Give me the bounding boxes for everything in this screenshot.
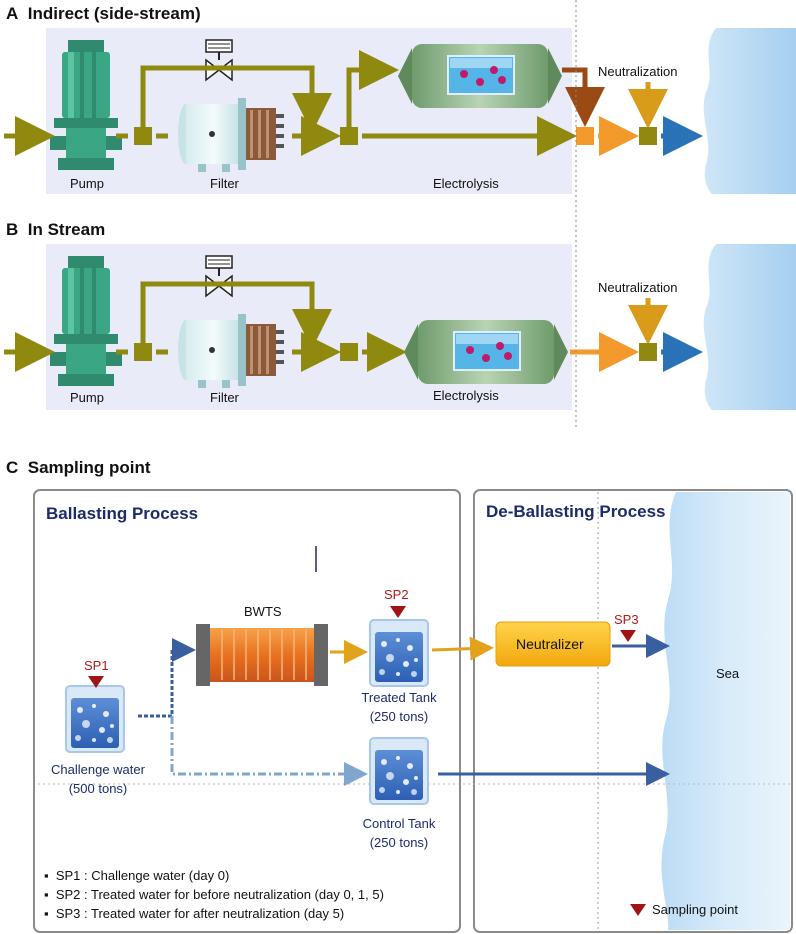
panel-a [4,28,796,194]
legend-bullet: ▪ [44,887,49,902]
sampling-point-legend-label: Sampling point [652,902,738,917]
treated-tank-name: Treated Tank [361,690,437,705]
legend-marker-icon [630,904,646,916]
panel-a-title: A Indirect (side-stream) [6,4,201,24]
control-tank-name: Control Tank [362,816,436,831]
panel-c-letter: C [6,458,19,477]
sp3-label: SP3 [614,612,639,627]
sp1-label: SP1 [84,658,109,673]
panel-b [4,244,796,410]
panel-a-bypass-pipe [140,65,219,127]
panel-b-pump-label: Pump [70,390,104,405]
treated-tank-beaker [369,619,429,687]
challenge-water-beaker [65,685,125,753]
ballasting-frame [33,489,461,933]
neutralizer-box [495,621,611,667]
panel-b-filter-label: Filter [210,390,239,405]
neutralizer-label: Neutralizer [516,636,584,652]
sp1-marker-icon [88,676,104,688]
legend-item-sp2: ▪ SP2 : Treated water for before neutral… [44,885,384,904]
panel-a-neutralization-point [639,127,657,145]
panel-b-bypass-pipe [140,281,219,343]
panel-a-junction-2 [340,127,358,145]
legend-text-sp2: SP2 : Treated water for before neutraliz… [55,887,384,902]
sampling-legend: ▪ SP1 : Challenge water (day 0) ▪ SP2 : … [44,866,384,923]
panel-a-letter: A [6,4,19,23]
control-tank-qty: (250 tons) [369,835,429,850]
treated-tank-label: Treated Tank (250 tons) [340,688,458,726]
ballasting-process-title: Ballasting Process [46,504,199,523]
sp3-marker-icon [620,630,636,642]
panel-b-sea [703,244,796,410]
panel-a-side-stream-arrow [346,50,399,127]
legend-item-sp1: ▪ SP1 : Challenge water (day 0) [44,866,384,885]
panel-b-letter: B [6,220,19,239]
panel-a-return-arrow [562,67,605,127]
panel-a-electrolysis-icon [397,43,563,109]
sea-area [661,492,790,930]
bwts-unit [196,624,328,686]
panel-b-neutralization-point [639,343,657,361]
panel-b-junction-2 [340,343,358,361]
panel-b-bypass-arrow [219,281,332,349]
panel-a-filter-label: Filter [210,176,239,191]
panel-c [33,489,793,933]
deballasting-process-title: De-Ballasting Process [486,502,666,521]
panel-a-neutralization-label: Neutralization [598,64,678,79]
panel-c-title: C Sampling point [6,458,151,478]
treated-to-neutralizer-arrow [431,636,494,661]
legend-text-sp1: SP1 : Challenge water (day 0) [55,868,230,883]
treated-tank-qty: (250 tons) [369,709,429,724]
challenge-water-qty: (500 tons) [68,781,128,796]
panel-a-electrolysis-label: Electrolysis [433,176,499,191]
panel-b-electrolysis-icon [403,319,569,385]
panel-a-sea [703,28,796,194]
challenge-water-name: Challenge water [51,762,145,777]
control-tank-label: Control Tank (250 tons) [340,814,458,852]
panel-b-junction-1 [134,343,152,361]
legend-bullet: ▪ [44,868,49,883]
challenge-to-bwts-arrow [138,638,196,718]
panel-a-pump-label: Pump [70,176,104,191]
control-tank-beaker [369,737,429,805]
sp2-marker-icon [390,606,406,618]
panel-a-bypass-arrow [219,65,332,133]
sea-label: Sea [716,666,740,681]
legend-bullet: ▪ [44,906,49,921]
panel-b-electrolysis-label: Electrolysis [433,388,499,403]
challenge-water-label: Challenge water (500 tons) [36,760,160,798]
legend-text-sp3: SP3 : Treated water for after neutraliza… [55,906,345,921]
panel-a-injection-point [576,127,594,145]
panel-b-neutralization-label: Neutralization [598,280,678,295]
bwts-label: BWTS [244,604,282,619]
panel-a-junction-1 [134,127,152,145]
panel-c-title-text: Sampling point [27,458,151,477]
panel-b-title: B In Stream [6,220,105,240]
panel-a-title-text: Indirect (side-stream) [27,4,201,23]
sp2-label: SP2 [384,587,409,602]
challenge-to-control-arrow [170,716,368,786]
legend-item-sp3: ▪ SP3 : Treated water for after neutrali… [44,904,384,923]
panel-b-title-text: In Stream [27,220,106,239]
